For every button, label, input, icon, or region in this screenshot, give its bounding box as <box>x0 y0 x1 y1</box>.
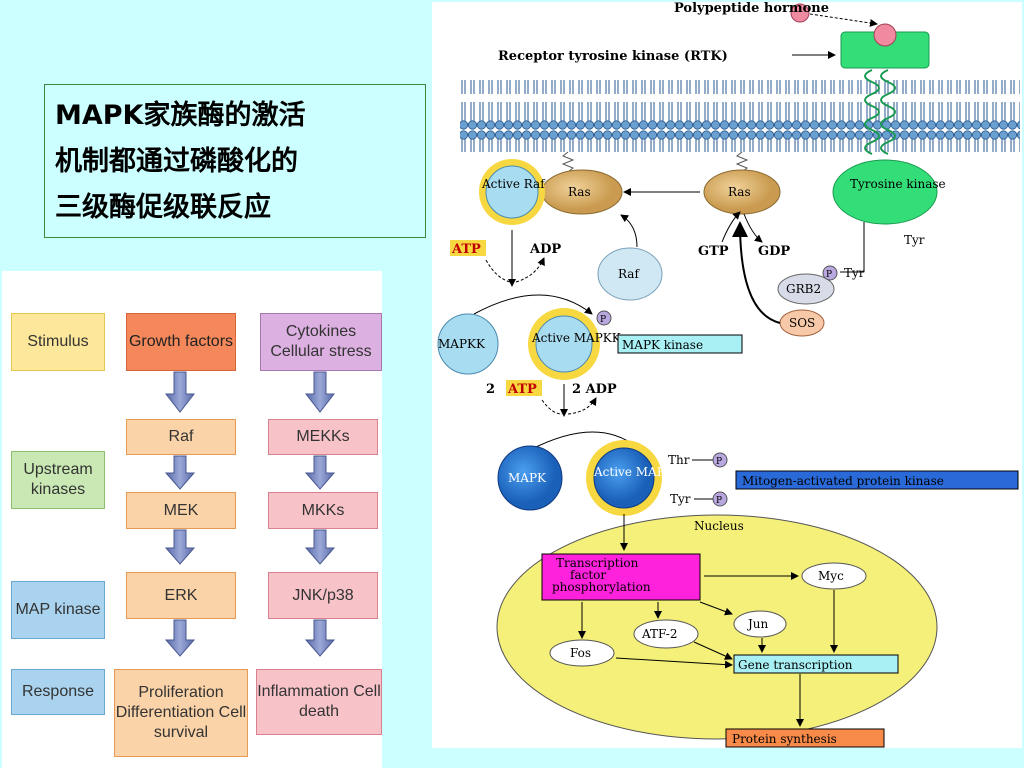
tyrosine-kinase-label: Tyrosine kinase <box>850 177 946 191</box>
phospho-icon <box>712 452 728 468</box>
atf2-label: ATF-2 <box>641 627 678 641</box>
protein-label: Protein synthesis <box>732 732 837 746</box>
phospho-icon <box>596 310 612 326</box>
mapk-pathways-panel: Stimulus Upstream kinases MAP kinase Res… <box>2 271 382 768</box>
tyr-label-2: Tyr <box>844 266 865 280</box>
mapk-node <box>497 445 563 511</box>
mek-box: MEK <box>126 492 236 529</box>
arrow-icon <box>304 371 336 413</box>
growth-factors-box: Growth factors <box>126 313 236 371</box>
stimulus-label: Stimulus <box>11 313 105 371</box>
active-mapk-node <box>593 447 655 509</box>
active-mapkk-node <box>535 315 593 373</box>
thr-label: Thr <box>668 453 690 467</box>
title-line-1: MAPK家族酶的激活 <box>55 100 306 131</box>
mapk-kinase-tag <box>617 334 743 354</box>
myc-label: Myc <box>818 569 844 583</box>
title-box: MAPK家族酶的激活 机制都通过磷酸化的 三级酶促级联反应 <box>44 84 426 238</box>
growth-response-box: Proliferation Differentiation Cell survi… <box>114 669 248 757</box>
ras-label-2: Ras <box>568 185 591 199</box>
atp-box-1 <box>450 240 486 256</box>
fos-node <box>549 639 615 667</box>
raf-node <box>597 247 663 301</box>
ras-gtp-node <box>703 169 781 215</box>
rtk-cascade-panel: Polypeptide hormone Receptor tyrosine ki… <box>432 2 1022 748</box>
active-raf-label: Active Raf <box>481 177 546 191</box>
title-line-3: 三级酶促级联反应 <box>55 192 271 223</box>
mitogen-tag <box>735 470 1019 490</box>
two-label: 2 <box>486 382 495 397</box>
atp-label-1: ATP <box>451 242 481 257</box>
tyr-label-3: Tyr <box>670 492 691 506</box>
phospho-icon <box>822 265 838 281</box>
active-raf-node <box>485 165 539 219</box>
mekks-box: MEKKs <box>268 419 378 455</box>
mkks-box: MKKs <box>268 492 378 529</box>
mitogen-label: Mitogen-activated protein kinase <box>742 474 944 488</box>
atp-label-2: ATP <box>507 382 537 397</box>
stress-response-box: Inflammation Cell death <box>256 669 382 735</box>
pathway-arrows <box>164 371 336 657</box>
mapkk-node <box>437 313 499 375</box>
nucleus-label: Nucleus <box>694 519 744 533</box>
ras-label-1: Ras <box>728 185 751 199</box>
erk-box: ERK <box>126 572 236 619</box>
tf-box <box>541 553 701 601</box>
grb2-label: GRB2 <box>786 282 821 296</box>
arrow-icon <box>164 455 196 490</box>
adp-label-2: 2 ADP <box>572 382 617 397</box>
myc-node <box>801 562 867 590</box>
arrow-icon <box>304 455 336 490</box>
rtk-label: Receptor tyrosine kinase (RTK) <box>498 49 728 64</box>
mapk-label: MAPK <box>508 471 547 485</box>
rtk-receptor <box>832 23 938 273</box>
arrow-icon <box>304 529 336 565</box>
polypeptide-label: Polypeptide hormone <box>674 2 829 16</box>
raf-box: Raf <box>126 419 236 455</box>
upstream-kinases-label: Upstream kinases <box>11 451 105 509</box>
protein-synthesis-box <box>725 728 885 748</box>
gtp-label: GTP <box>698 244 729 259</box>
atp-box-2 <box>506 380 542 396</box>
cell-membrane <box>460 80 1020 152</box>
jnk-p38-box: JNK/p38 <box>268 572 378 619</box>
response-label: Response <box>11 669 105 715</box>
jun-node <box>733 610 787 638</box>
tyr-label-1: Tyr <box>904 233 925 247</box>
mapk-kinase-label: MAPK kinase <box>622 338 703 352</box>
map-kinase-label: MAP kinase <box>11 581 105 639</box>
rtk-cascade-diagram: Polypeptide hormone Receptor tyrosine ki… <box>437 2 1020 748</box>
grb2-node <box>777 273 835 305</box>
nucleus <box>496 514 938 740</box>
fos-label: Fos <box>570 646 591 660</box>
arrow-icon <box>304 619 336 657</box>
polypeptide-hormone <box>790 3 878 27</box>
gene-label: Gene transcription <box>738 658 853 672</box>
svg-text:P: P <box>600 315 606 325</box>
active-mapkk-label: Active MAPKK <box>531 331 622 345</box>
svg-text:P: P <box>826 270 832 280</box>
mapkk-label: MAPKK <box>438 337 486 351</box>
adp-label-1: ADP <box>529 242 561 257</box>
atf2-node <box>633 619 699 649</box>
arrow-icon <box>164 529 196 565</box>
svg-text:P: P <box>716 496 722 506</box>
sos-label: SOS <box>789 316 815 330</box>
jun-label: Jun <box>746 617 769 631</box>
raf-label: Raf <box>618 267 640 281</box>
active-mapk-label: Active MAPK <box>593 465 675 479</box>
gdp-label: GDP <box>758 244 790 259</box>
gene-transcription-box <box>733 654 899 674</box>
title-line-2: 机制都通过磷酸化的 <box>55 146 298 177</box>
svg-text:P: P <box>716 457 722 467</box>
arrow-icon <box>164 619 196 657</box>
cytokines-box: Cytokines Cellular stress <box>260 313 382 371</box>
phospho-icon <box>712 491 728 507</box>
arrow-icon <box>164 371 196 413</box>
